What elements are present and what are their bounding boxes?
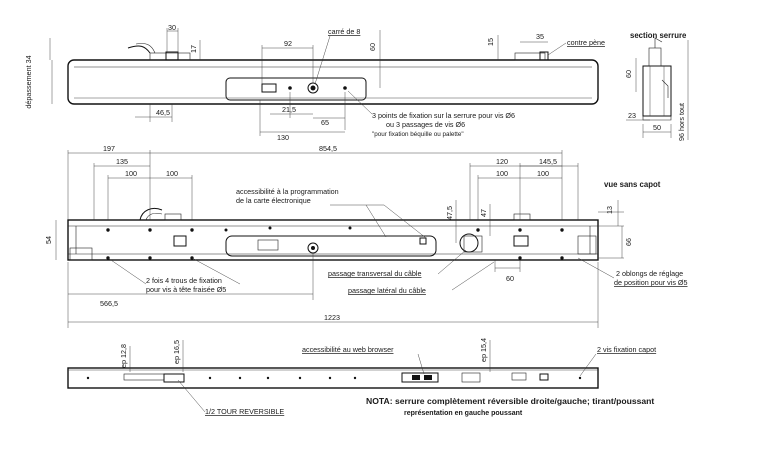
section-title: section serrure [630,31,687,40]
section-dim-96: 96 hors tout [677,103,686,141]
dim-21-5: 21,5 [282,105,296,114]
section-profile [642,65,672,117]
dim-54: 54 [44,236,53,244]
label-passage-lateral: passage latéral du câble [348,286,426,295]
label-oblongs-line2: de position pour vis Ø5 [614,278,688,287]
dim-135: 135 [116,157,128,166]
dim-66: 66 [624,238,633,246]
middle-view-title: vue sans capot [604,180,661,189]
cover-holes [86,376,582,380]
dim-depassement-34: dépassement 34 [24,55,33,108]
dim-145-5: 145,5 [539,157,557,166]
dim-100-d: 100 [537,169,549,178]
dim-130: 130 [277,133,289,142]
label-vis-capot: 2 vis fixation capot [597,345,656,354]
nota-line1: NOTA: serrure complètement réversible dr… [366,396,654,406]
dim-120: 120 [496,157,508,166]
dim-100-b: 100 [166,169,178,178]
dim-100-a: 100 [125,169,137,178]
chassis-plate [67,219,599,261]
dim-60-top: 60 [368,43,377,51]
dim-47-5: 47,5 [445,206,454,220]
dim-1223: 1223 [324,313,340,322]
nota-line2: représentation en gauche poussant [404,410,523,417]
label-trous-line1: 2 fois 4 trous de fixation [146,276,222,285]
fixation-holes [106,226,564,260]
cam-wheel [459,233,479,253]
label-demi-tour: 1/2 TOUR REVERSIBLE [205,407,284,416]
dim-854-5: 854,5 [319,144,337,153]
dim-13: 13 [605,206,614,214]
middle-view: vue sans capot [44,144,688,328]
dim-100-c: 100 [496,169,508,178]
reversible-knob [163,373,185,383]
dim-566-5: 566,5 [100,299,118,308]
section-dim-60: 60 [624,70,633,78]
section-dim-50: 50 [653,123,661,132]
top-view: 30 17 92 60 15 35 dépassement 34 46,5 21… [24,23,605,142]
label-fixation-line2: ou 3 passages de vis Ø6 [386,120,465,129]
spindle-middle [307,242,319,254]
section-view: section serrure 60 23 50 96 hors tout [624,31,689,141]
dim-35: 35 [536,32,544,41]
label-fixation-line1: 3 points de fixation sur la serrure pour… [372,111,515,120]
bottom-view: ep 12,8 ep 16,5 ep 15,4 accessibilité au… [67,338,656,416]
dim-30: 30 [168,23,176,32]
dim-47: 47 [479,209,488,217]
label-contre-pene: contre pène [567,38,605,47]
web-browser-port [401,372,439,383]
label-oblongs-line1: 2 oblongs de réglage [616,269,683,278]
label-access-prog-line2: de la carte électronique [236,196,311,205]
dim-15: 15 [486,38,495,46]
dim-197: 197 [103,144,115,153]
label-access-prog-line1: accessibilité à la programmation [236,187,339,196]
dim-65: 65 [321,118,329,127]
label-fixation-line3: "pour fixation béquille ou palette" [372,131,464,138]
label-web-browser: accessibilité au web browser [302,345,394,354]
top-view-body [67,59,599,105]
label-passage-transversal: passage transversal du câble [328,269,422,278]
dim-ep-12-8: ep 12,8 [119,344,128,368]
label-trous-line2: pour vis à tête fraisée Ø5 [146,285,226,294]
electronic-card [225,235,437,257]
section-dim-23: 23 [628,111,636,120]
dim-ep-16-5: ep 16,5 [172,340,181,364]
dim-17: 17 [189,45,198,53]
dim-46-5: 46,5 [156,108,170,117]
dim-92: 92 [284,39,292,48]
handle-panel [225,77,367,101]
label-carre-de-8: carré de 8 [328,27,360,36]
dim-60-middle: 60 [506,274,514,283]
cover-body [67,367,599,389]
dim-ep-15-4: ep 15,4 [479,338,488,362]
